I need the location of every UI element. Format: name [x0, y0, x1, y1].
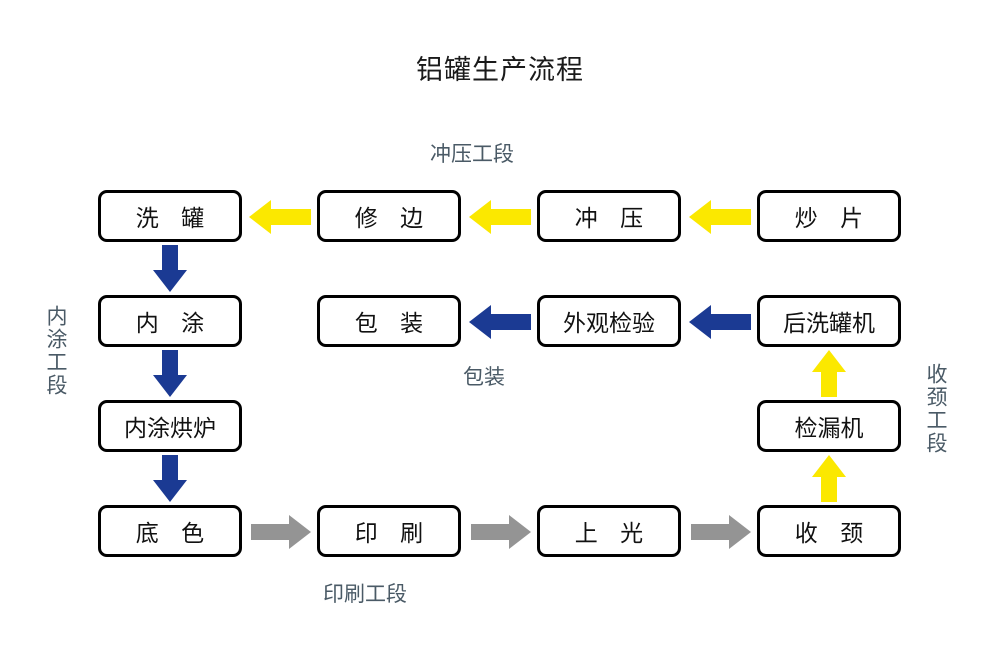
arrow-inspection-to-packaging: [469, 305, 531, 339]
node-printing[interactable]: 印 刷: [317, 505, 461, 557]
node-varnishing[interactable]: 上 光: [537, 505, 681, 557]
arrow-stamping-to-trim: [469, 200, 531, 234]
node-stamping[interactable]: 冲 压: [537, 190, 681, 242]
node-cup-blanking[interactable]: 炒 片: [757, 190, 901, 242]
arrow-oven-to-basecoat: [153, 455, 187, 502]
page-title: 铝罐生产流程: [416, 55, 584, 85]
section-label-interior-coating: 内涂工段: [44, 305, 67, 397]
arrow-trim-to-wash: [249, 200, 311, 234]
node-post-washer[interactable]: 后洗罐机: [757, 295, 901, 347]
node-packaging[interactable]: 包 装: [317, 295, 461, 347]
arrow-washer-to-inspection: [689, 305, 751, 339]
node-wash-can[interactable]: 洗 罐: [98, 190, 242, 242]
node-leak-detector[interactable]: 检漏机: [757, 400, 901, 452]
arrow-leakdetector-to-washer: [812, 350, 846, 397]
section-label-stamping: 冲压工段: [430, 143, 514, 166]
node-interior-coating[interactable]: 内 涂: [98, 295, 242, 347]
arrow-wash-to-coating: [153, 245, 187, 292]
section-label-packaging: 包装: [463, 366, 505, 389]
arrow-blanking-to-stamping: [689, 200, 751, 234]
node-trim[interactable]: 修 边: [317, 190, 461, 242]
section-label-necking: 收颈工段: [924, 363, 947, 455]
node-appearance-inspection[interactable]: 外观检验: [537, 295, 681, 347]
node-base-coat[interactable]: 底 色: [98, 505, 242, 557]
arrow-printing-to-varnishing: [471, 515, 531, 549]
arrow-basecoat-to-printing: [251, 515, 311, 549]
arrow-varnishing-to-necking: [691, 515, 751, 549]
node-necking[interactable]: 收 颈: [757, 505, 901, 557]
arrow-coating-to-oven: [153, 350, 187, 397]
section-label-printing: 印刷工段: [323, 583, 407, 606]
arrow-necking-to-leakdetector: [812, 455, 846, 502]
node-coating-oven[interactable]: 内涂烘炉: [98, 400, 242, 452]
